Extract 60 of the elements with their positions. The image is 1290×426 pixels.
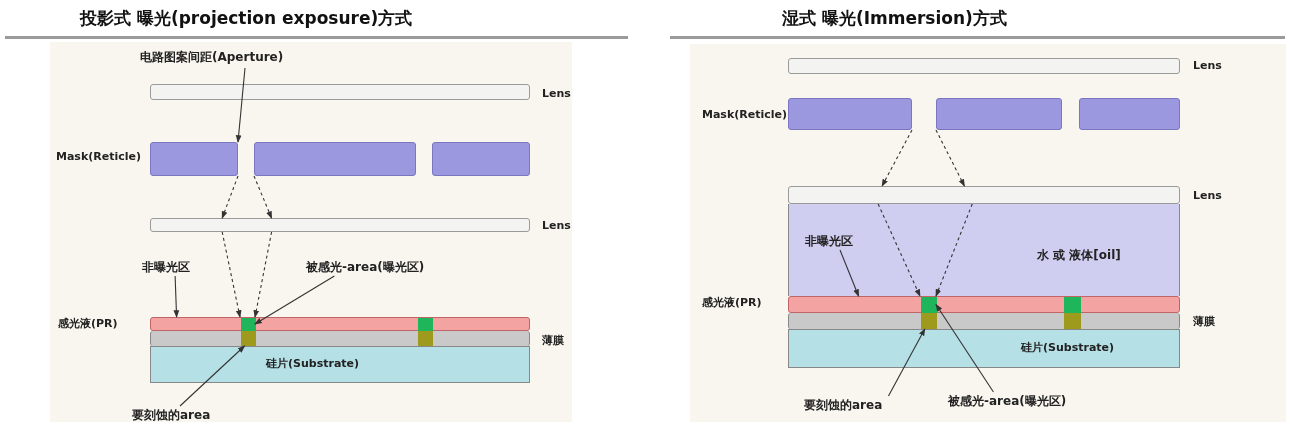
mask-bar [1079, 98, 1180, 130]
layer-text: 硅片(Substrate) [1021, 340, 1115, 357]
thin-film-layer [788, 313, 1180, 329]
mask-bar [150, 142, 238, 176]
callout-text: 非曝光区 [805, 232, 877, 250]
lens-bar [150, 218, 530, 232]
side-label: Mask(Reticle) [702, 107, 787, 123]
light-ray-arrow [877, 203, 921, 297]
light-ray-arrow [935, 203, 973, 297]
leader-line [179, 345, 246, 407]
liquid-region [788, 204, 1180, 296]
leader-line [887, 328, 926, 397]
light-ray-arrow [253, 175, 273, 219]
callout-text: 电路图案间距(Aperture) [140, 48, 350, 68]
etch-area [1064, 313, 1081, 329]
panel-title: 湿式 曝光(Immersion)方式 [782, 7, 1007, 30]
side-label: Lens [1193, 188, 1222, 204]
thin-film-layer [150, 331, 530, 346]
mask-bar [936, 98, 1062, 130]
side-label: 薄膜 [1193, 314, 1215, 330]
light-ray-arrow [221, 231, 242, 318]
side-label: Lens [1193, 58, 1222, 74]
side-label: Lens [542, 218, 571, 234]
exposed-area [241, 318, 256, 332]
leader-line [173, 275, 180, 318]
layer-text: 硅片(Substrate) [266, 356, 360, 373]
leader-line [935, 303, 994, 393]
substrate-layer [150, 346, 530, 383]
light-ray-arrow [253, 231, 273, 318]
substrate-layer [788, 329, 1180, 368]
photoresist-layer [150, 317, 530, 331]
mask-bar [254, 142, 416, 176]
lens-bar [150, 84, 530, 100]
side-label: 感光液(PR) [702, 295, 762, 311]
etch-area [418, 331, 433, 346]
leader-line [254, 275, 335, 325]
callout-text: 非曝光区 [142, 258, 214, 276]
light-ray-arrow [935, 129, 965, 187]
callout-text: 被感光-area(曝光区) [306, 258, 448, 276]
lens-bar [788, 186, 1180, 204]
side-label: Mask(Reticle) [56, 149, 141, 165]
leader-line [839, 249, 860, 297]
side-label: Lens [542, 86, 571, 102]
side-label: 薄膜 [542, 333, 564, 349]
side-label: 感光液(PR) [58, 316, 118, 332]
leader-line [235, 67, 246, 143]
photoresist-layer [788, 296, 1180, 313]
etch-area [921, 313, 937, 329]
callout-text: 要刻蚀的area [804, 396, 900, 414]
callout-text: 要刻蚀的area [132, 406, 228, 424]
mask-bar [788, 98, 912, 130]
mask-bar [432, 142, 530, 176]
light-ray-arrow [881, 129, 913, 187]
light-ray-arrow [221, 175, 239, 219]
lens-bar [788, 58, 1180, 74]
panel-title: 投影式 曝光(projection exposure)方式 [80, 7, 413, 30]
etch-area [241, 331, 256, 346]
exposed-area [418, 318, 433, 332]
region-label: 水 或 液体[oil] [1037, 247, 1121, 264]
callout-text: 被感光-area(曝光区) [948, 392, 1090, 410]
